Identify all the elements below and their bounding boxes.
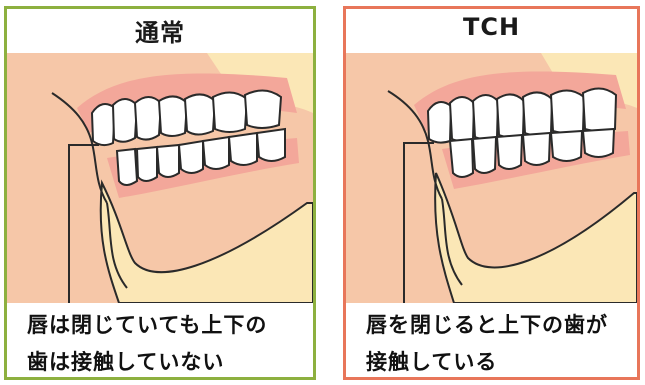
normal-caption: 唇は閉じていても上下の 歯は接触していない bbox=[27, 307, 267, 380]
normal-jaw-illustration bbox=[7, 53, 313, 303]
tch-caption-line2: 接触している bbox=[366, 344, 608, 380]
tch-caption-line1: 唇を閉じると上下の歯が bbox=[366, 307, 608, 344]
tch-caption: 唇を閉じると上下の歯が 接触している bbox=[366, 307, 608, 380]
tch-panel-title: TCH bbox=[346, 13, 637, 41]
normal-panel: 通常 bbox=[4, 6, 316, 380]
normal-caption-line1: 唇は閉じていても上下の bbox=[27, 307, 267, 344]
tch-jaw-illustration bbox=[346, 53, 637, 303]
normal-panel-title: 通常 bbox=[7, 13, 313, 48]
normal-caption-line2: 歯は接触していない bbox=[27, 344, 267, 380]
tch-panel: TCH 唇を閉じると上下の歯が 接触している bbox=[343, 6, 640, 380]
